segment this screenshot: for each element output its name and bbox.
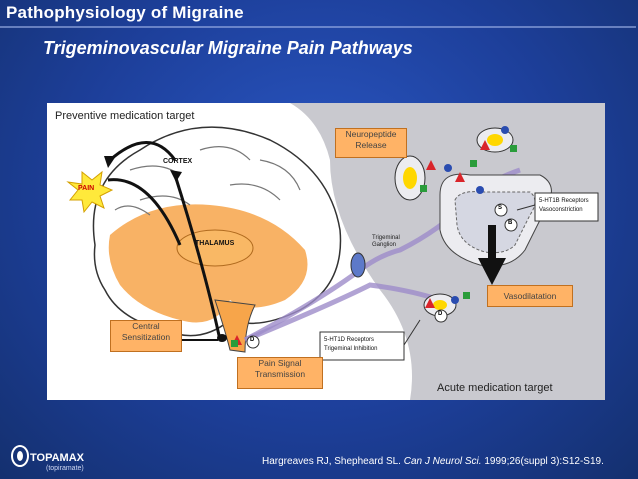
pain-burst-icon <box>66 170 114 214</box>
receptor-1d-leader <box>403 319 421 346</box>
receptor-1b-line2: Vasoconstriction <box>539 207 583 213</box>
marker-d-brainstem-text: D <box>250 337 255 343</box>
cortex-to-pain-arrow <box>107 178 182 246</box>
preventive-target-label: Preventive medication target <box>55 110 195 122</box>
receptor-1d-line1: 5-HT1D Receptors <box>324 337 375 343</box>
logo-generic: (topiramate) <box>46 465 84 472</box>
citation-authors: Hargreaves RJ, Shepheard SL. <box>262 456 401 467</box>
vasodilatation-arrow-shaft <box>488 225 496 260</box>
pain-signal-line1: Pain Signal <box>258 358 302 368</box>
topamax-logo-icon <box>11 445 29 467</box>
neuropeptide-line1: Neuropeptide <box>345 129 397 139</box>
citation-details: 1999;26(suppl 3):S12-S19. <box>484 456 604 467</box>
trigeminal-ganglion-icon <box>350 252 366 278</box>
receptor-1b-leader <box>516 204 536 211</box>
pain-signal-box: Pain Signal Transmission <box>237 357 323 389</box>
logo-name: TOPAMAX <box>30 452 84 464</box>
marker-s-text: S <box>498 205 503 211</box>
sensitization-node <box>217 334 227 342</box>
thalamus-label: THALAMUS <box>195 240 235 247</box>
vesicle-1 <box>403 167 417 189</box>
title-divider <box>0 26 636 28</box>
brain-gyri <box>114 146 301 216</box>
vesicle-3 <box>433 300 447 310</box>
neuropeptide-markers <box>231 126 517 347</box>
trigeminal-line1: Trigeminal <box>372 235 400 241</box>
vasodilatation-arrow-head <box>478 258 506 285</box>
slide-subtitle: Trigeminovascular Migraine Pain Pathways <box>43 38 413 58</box>
receptor-1b-callout-box <box>534 192 599 222</box>
marker-b-text: B <box>508 220 513 226</box>
cortex-arrow-head <box>104 156 116 168</box>
receptor-1d-line2: Trigeminal Inhibition <box>324 346 378 352</box>
receptor-1b-label: 5-HT1B Receptors Vasoconstriction <box>539 197 589 215</box>
vesicle-2 <box>487 134 503 146</box>
trigeminal-line2: Ganglion <box>372 242 397 248</box>
ascending-arrow-head <box>170 170 182 182</box>
receptor-1b-marker-s <box>494 203 508 217</box>
vasodilatation-box: Vasodilatation <box>487 285 573 307</box>
cortex-label: CORTEX <box>163 158 193 165</box>
citation: Hargreaves RJ, Shepheard SL. Can J Neuro… <box>262 456 604 467</box>
central-line2: Sensitization <box>121 332 171 342</box>
cortex-arrow <box>109 141 177 162</box>
ascending-pathway-arrow <box>173 174 222 341</box>
neuropeptide-line2: Release <box>355 140 387 150</box>
neuropeptide-release-box: Neuropeptide Release <box>335 128 407 158</box>
receptor-1b-line1: 5-HT1B Receptors <box>539 198 589 204</box>
receptor-1d-label: 5-HT1D Receptors Trigeminal Inhibition <box>324 336 377 354</box>
central-line1: Central <box>132 321 160 331</box>
trigeminal-fiber-lower <box>244 282 441 343</box>
slide-title: Pathophysiology of Migraine <box>6 3 244 22</box>
pain-signal-line2: Transmission <box>254 369 306 379</box>
receptor-1d-callout-box <box>319 331 405 361</box>
receptor-1b-marker-b <box>504 218 518 232</box>
citation-journal: Can J Neurol Sci. <box>403 456 482 467</box>
marker-d-acute-text: D <box>438 311 443 317</box>
blood-vessel-inner <box>454 191 536 254</box>
acute-target-label: Acute medication target <box>437 382 553 394</box>
trigeminal-ganglion-label: Trigeminal Ganglion <box>372 235 400 249</box>
receptor-1d-marker-brainstem <box>246 335 260 349</box>
thalamus-shape <box>176 229 254 267</box>
central-sensitization-box: Central Sensitization <box>110 320 182 352</box>
receptor-1d-marker-acute <box>434 309 448 323</box>
pain-label: PAIN <box>78 185 95 192</box>
